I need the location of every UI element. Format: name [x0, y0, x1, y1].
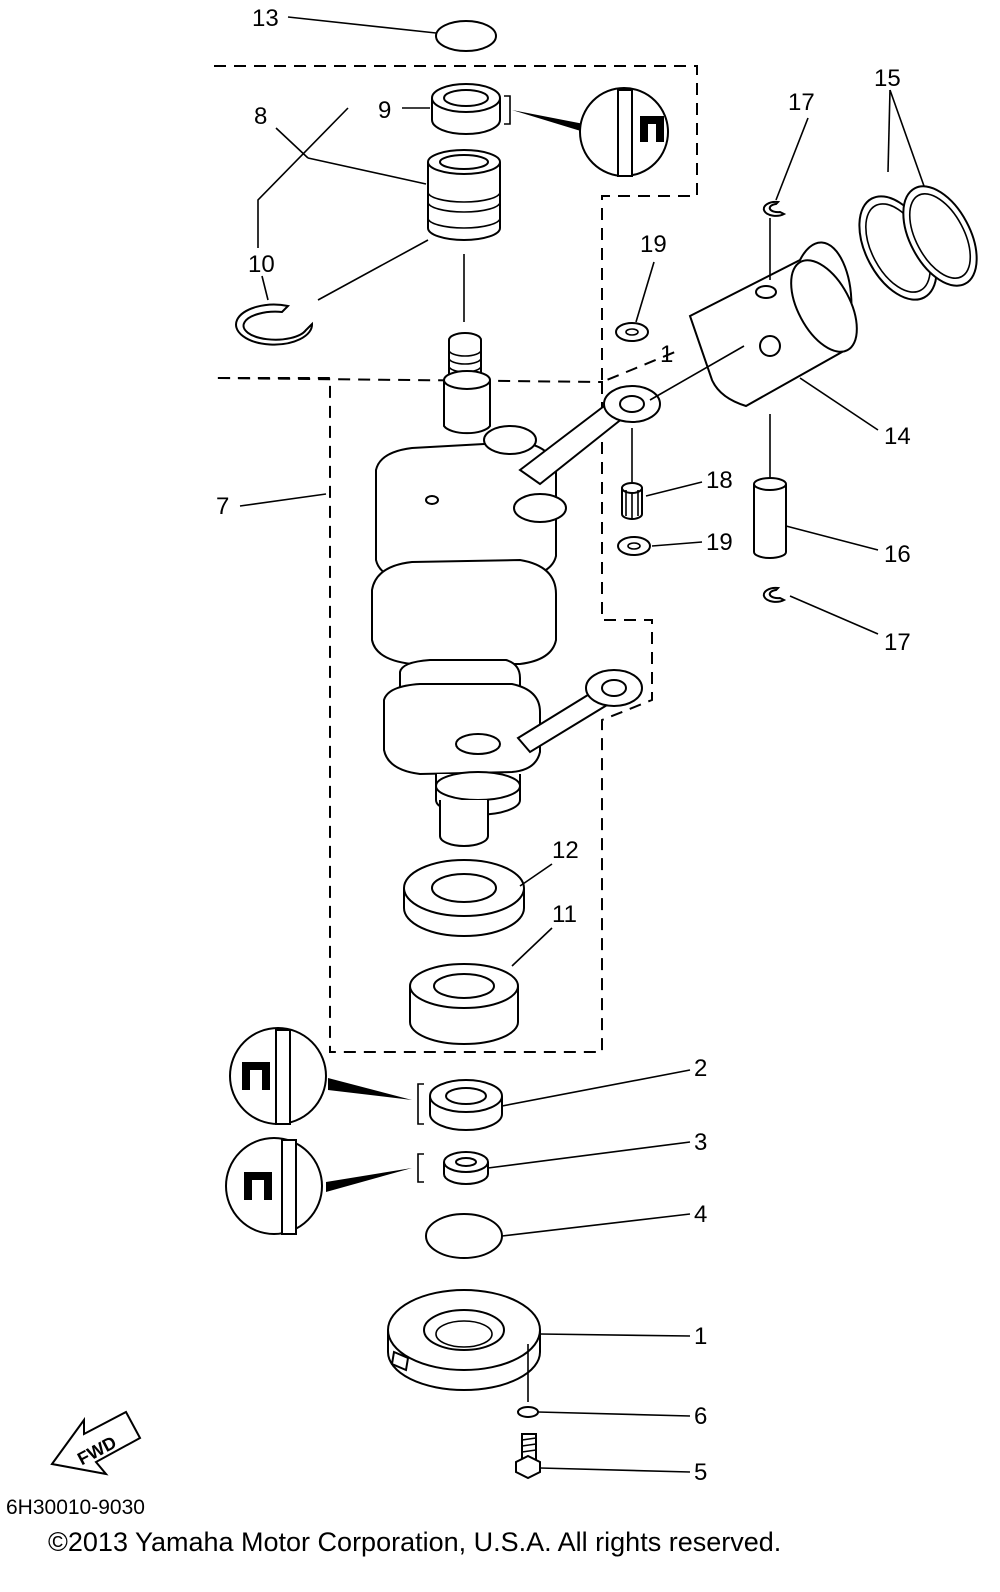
piston-14[interactable]: [688, 241, 870, 408]
callout-13: 13: [252, 5, 279, 32]
bolt-5[interactable]: [515, 1433, 541, 1480]
callout-15: 15: [874, 65, 901, 92]
clip-17-bottom[interactable]: [762, 586, 787, 603]
callout-19-bottom: 19: [706, 529, 733, 556]
oil-seal-3[interactable]: [417, 1151, 489, 1185]
leader-lines: [239, 16, 437, 507]
leader-lines-right: [487, 89, 925, 1473]
callout-14: 14: [884, 423, 911, 450]
crankshaft[interactable]: [371, 332, 557, 847]
callout-8: 8: [254, 103, 267, 130]
lower-bearing-housing-1[interactable]: [387, 1289, 541, 1402]
washer-19-bottom[interactable]: [617, 536, 651, 556]
needle-bearing-9[interactable]: [431, 83, 511, 135]
callout-17-bottom: 17: [884, 629, 911, 656]
crankshaft-assembly-boundary: [213, 65, 698, 1053]
piston-rings-15[interactable]: [843, 174, 991, 312]
bearing-11[interactable]: [409, 963, 519, 1045]
connecting-rod-upper[interactable]: [513, 385, 661, 523]
connecting-rod-lower[interactable]: [516, 669, 643, 754]
callout-5: 5: [694, 1459, 707, 1486]
callout-2: 2: [694, 1055, 707, 1082]
clip-17-top[interactable]: [762, 200, 787, 217]
oil-seal-2[interactable]: [417, 1079, 503, 1131]
callout-1-housing: 1: [694, 1323, 707, 1350]
washer-6[interactable]: [517, 1406, 539, 1418]
callout-10: 10: [248, 251, 275, 278]
callout-11: 11: [552, 901, 577, 928]
grease-indicator-icon: [229, 1027, 412, 1125]
callout-6: 6: [694, 1403, 707, 1430]
callout-12: 12: [552, 837, 579, 864]
sealant-indicator-icon: [512, 87, 669, 177]
o-ring-4[interactable]: [425, 1213, 503, 1259]
oil-seal-12[interactable]: [403, 859, 525, 937]
callout-19-top: 19: [640, 231, 667, 258]
o-ring-13[interactable]: [435, 20, 497, 52]
callout-4: 4: [694, 1201, 707, 1228]
callout-16: 16: [884, 541, 911, 568]
grease-indicator-icon-2: [225, 1137, 412, 1235]
diagram-code: 6H30010-9030: [6, 1496, 145, 1519]
circlip-10[interactable]: [235, 303, 314, 346]
callout-9: 9: [378, 97, 391, 124]
washer-19-top[interactable]: [615, 322, 649, 342]
callout-17-top: 17: [788, 89, 815, 116]
copyright-notice: ©2013 Yamaha Motor Corporation, U.S.A. A…: [48, 1527, 782, 1557]
callout-18: 18: [706, 467, 733, 494]
callout-7: 7: [216, 493, 229, 520]
callout-3: 3: [694, 1129, 707, 1156]
callout-1-rod: 1: [660, 341, 673, 368]
piston-pin-16[interactable]: [753, 414, 787, 559]
fwd-arrow-icon: FWD: [50, 1410, 142, 1476]
bearing-8[interactable]: [427, 149, 501, 322]
small-end-bearing-18[interactable]: [621, 428, 643, 520]
